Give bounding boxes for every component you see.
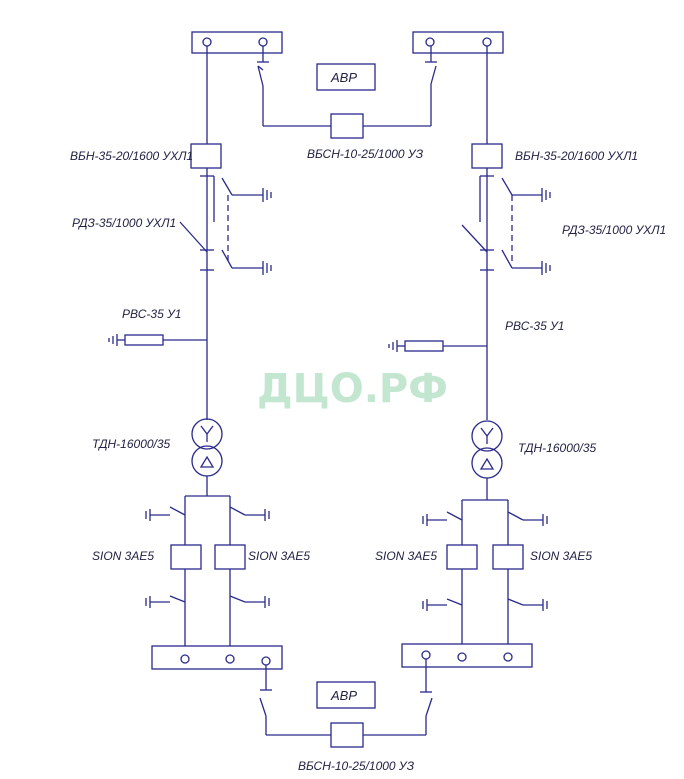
- left-lv-feeders: [145, 496, 270, 657]
- left-35kv-chain: [108, 46, 272, 420]
- right-breaker-35-label: ВБН-35-20/1600 УХЛ1: [515, 149, 638, 163]
- top-sectional-breaker-label: ВБСН-10-25/1000 УЗ: [307, 147, 424, 161]
- right-arrester-label: РВС-35 У1: [505, 319, 564, 333]
- right-feeder-breaker-label-2: SION 3AE5: [530, 549, 592, 563]
- top-right-busbar: [412, 31, 504, 54]
- bottom-sectional-breaker: [259, 659, 433, 748]
- left-feeder-breaker-label-1: SION 3AE5: [92, 549, 154, 563]
- top-left-busbar: [191, 31, 283, 54]
- right-lv-feeders: [422, 500, 548, 657]
- right-disconnector-label: РДЗ-35/1000 УХЛ1: [562, 223, 666, 237]
- left-breaker-35-label: ВБН-35-20/1600 УХЛ1: [70, 149, 193, 163]
- left-arrester-label: РВС-35 У1: [122, 307, 181, 321]
- svg-text:АВР: АВР: [330, 688, 357, 703]
- bottom-avr-box: АВР: [316, 681, 376, 709]
- right-transformer: [462, 420, 508, 501]
- top-avr-box: АВР: [316, 63, 376, 91]
- left-transformer: [185, 418, 230, 497]
- left-transformer-label: ТДН-16000/35: [92, 437, 171, 451]
- watermark-text: ДЦО.РФ: [257, 366, 448, 412]
- right-35kv-chain: [388, 46, 551, 420]
- right-feeder-breaker-label-1: SION 3AE5: [375, 549, 437, 563]
- bottom-right-busbar: [401, 643, 533, 668]
- right-transformer-label: ТДН-16000/35: [518, 441, 597, 455]
- left-feeder-breaker-label-2: SION 3AE5: [248, 549, 310, 563]
- left-disconnector-label: РДЗ-35/1000 УХЛ1: [72, 216, 176, 230]
- bottom-sectional-breaker-label: ВБСН-10-25/1000 УЗ: [298, 759, 415, 773]
- top-sectional-breaker: [257, 46, 437, 139]
- bottom-left-busbar: [151, 645, 283, 670]
- svg-text:АВР: АВР: [330, 70, 357, 85]
